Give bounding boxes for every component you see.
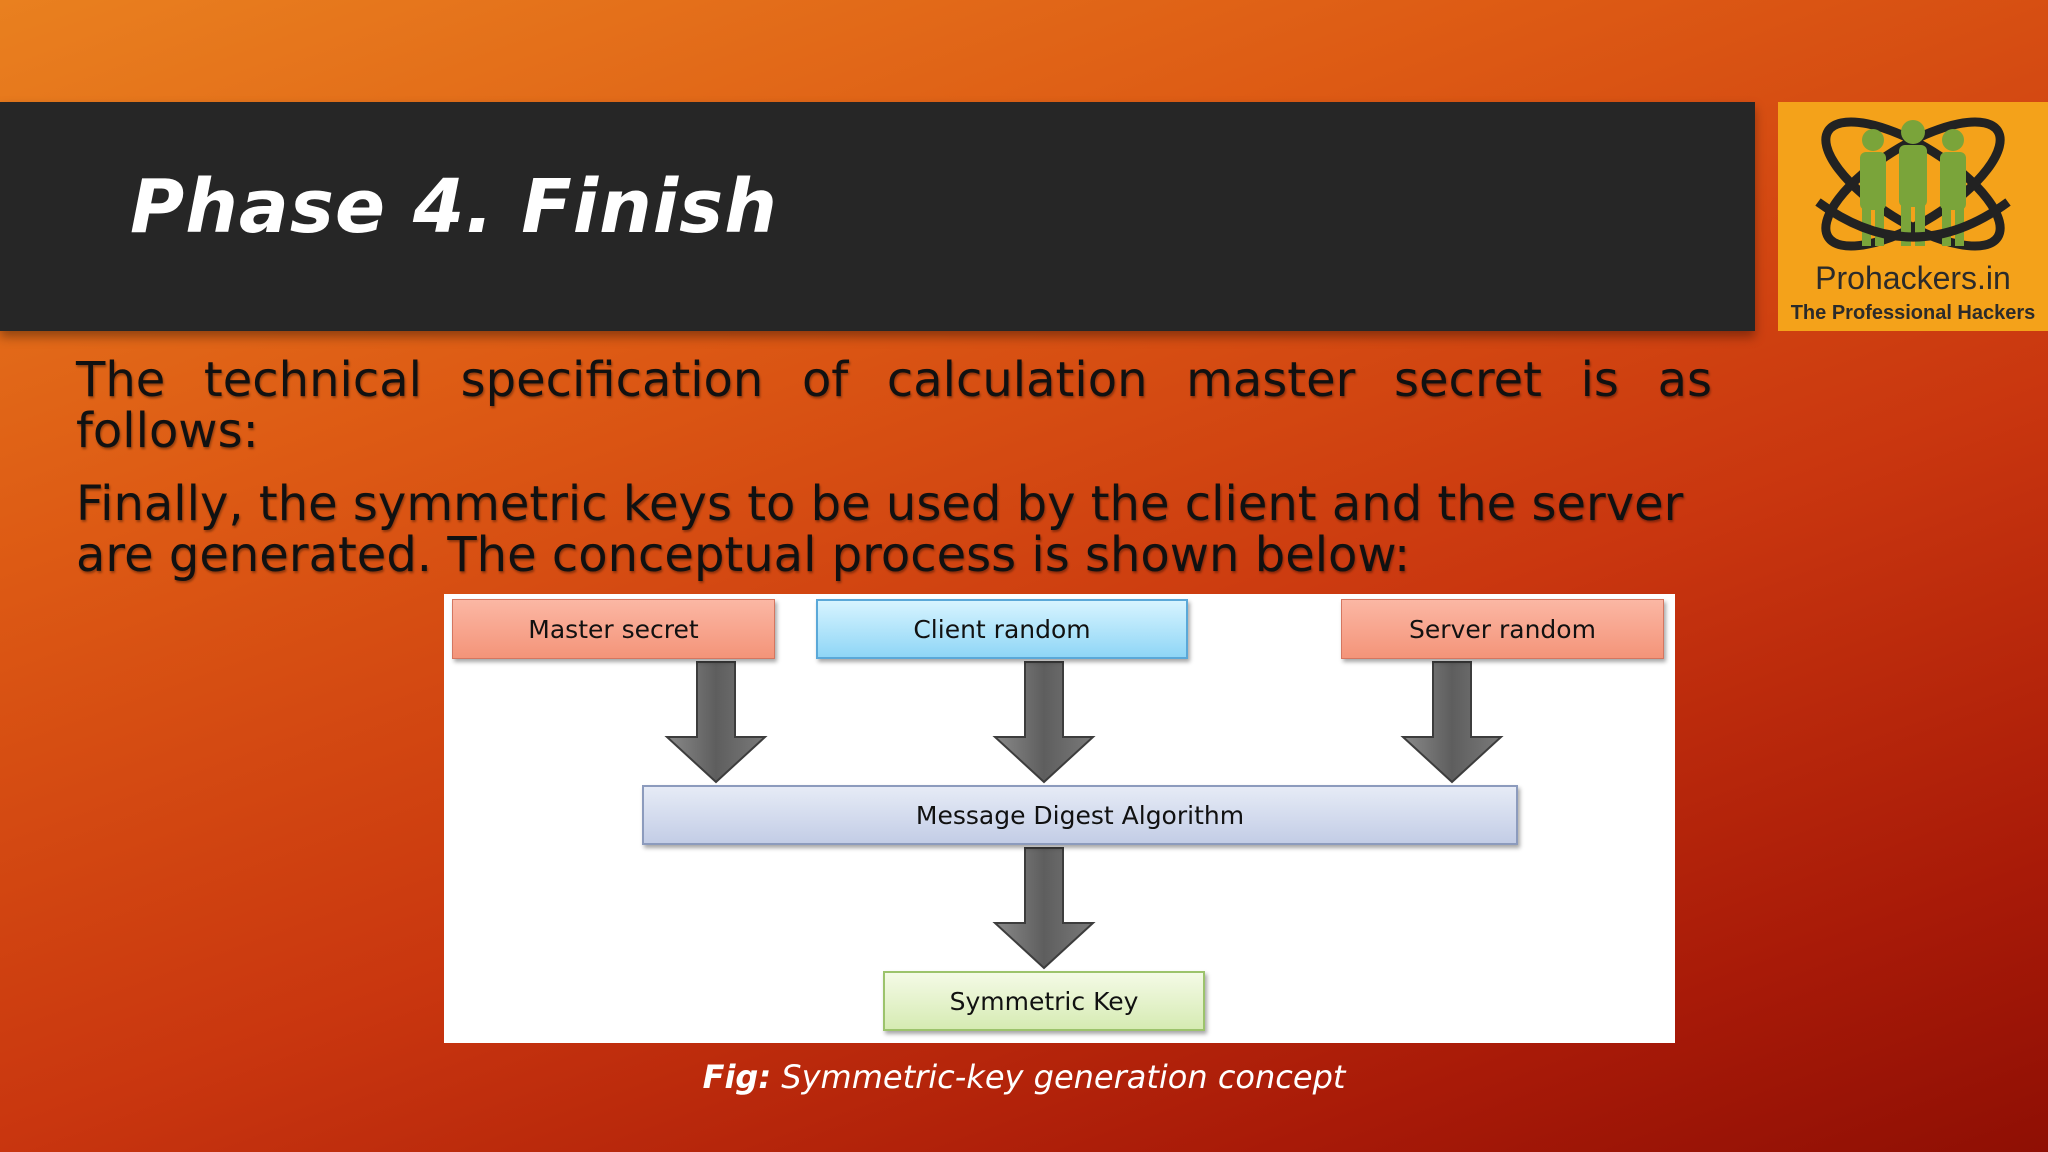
figure-caption: Fig: Symmetric-key generation concept <box>0 1058 2048 1096</box>
client-random-box: Client random <box>816 599 1188 659</box>
slide-title: Phase 4. Finish <box>130 164 778 250</box>
master-secret-box: Master secret <box>452 599 775 659</box>
arrow-client-to-digest <box>992 661 1096 784</box>
paragraph-symmetric-keys: Finally, the symmetric keys to be used b… <box>76 476 1684 583</box>
logo-name: Prohackers.in <box>1815 260 2011 296</box>
caption-text: Symmetric-key generation concept <box>771 1058 1346 1096</box>
arrow-master-to-digest <box>664 661 768 784</box>
logo-tagline: The Professional Hackers <box>1790 302 2036 324</box>
caption-prefix: Fig: <box>702 1058 772 1096</box>
key-generation-diagram: Master secret Client random Server rando… <box>444 594 1675 1043</box>
title-bar: Phase 4. Finish <box>0 102 1755 331</box>
diagram-arrows <box>664 661 1504 970</box>
paragraph-master-secret: The technical specification of calculati… <box>76 352 1712 459</box>
three-people-orbit-icon <box>1815 117 2011 251</box>
arrow-server-to-digest <box>1400 661 1504 784</box>
server-random-box: Server random <box>1341 599 1664 659</box>
arrow-digest-to-key <box>992 847 1096 970</box>
symmetric-key-box: Symmetric Key <box>883 971 1205 1031</box>
prohackers-logo: Prohackers.in The Professional Hackers <box>1778 102 2048 331</box>
message-digest-algorithm-box: Message Digest Algorithm <box>642 785 1518 845</box>
